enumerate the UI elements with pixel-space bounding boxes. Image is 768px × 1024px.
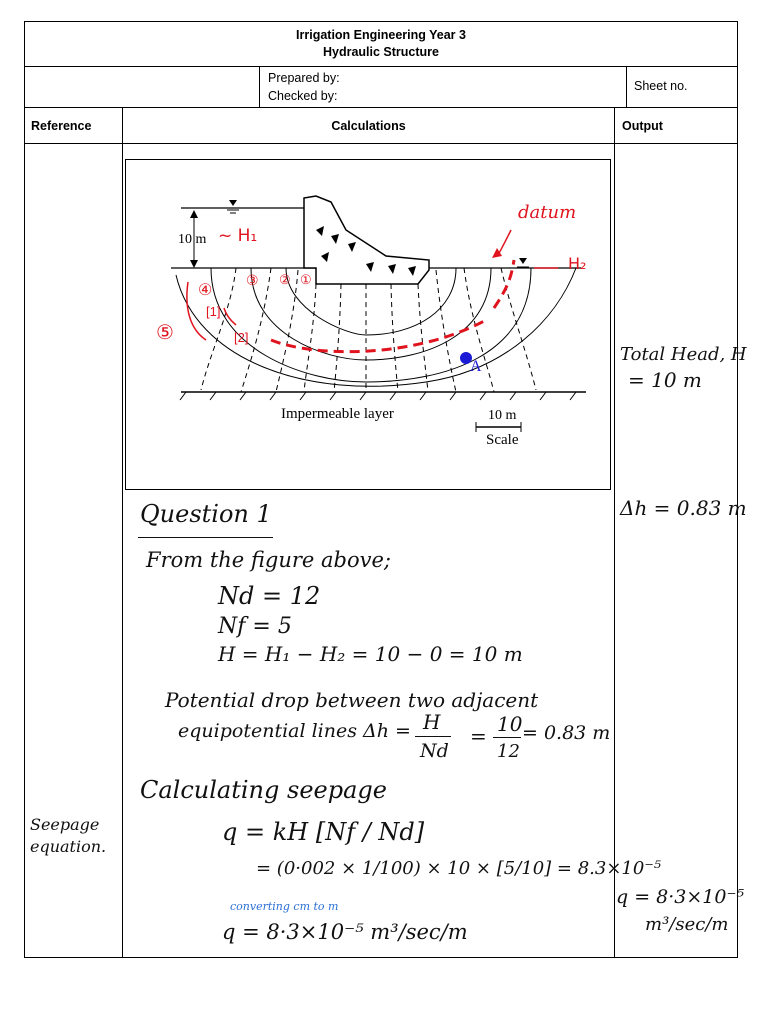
impermeable-layer-label: Impermeable layer	[281, 406, 394, 422]
course-title: Irrigation Engineering Year 3	[296, 28, 466, 42]
flow-label-2: ②	[279, 272, 291, 287]
rule	[259, 66, 260, 107]
output-total-head-value: = 10 m	[628, 368, 702, 392]
scale-label: Scale	[486, 432, 519, 448]
rule	[25, 143, 737, 144]
nd-value: Nd = 12	[218, 582, 321, 610]
output-header: Output	[622, 119, 663, 133]
h1-label: ~ H₁	[218, 226, 258, 246]
drop-line-2: equipotential lines Δh =	[178, 720, 411, 742]
rule	[25, 107, 737, 108]
h2-label: H₂	[568, 254, 587, 273]
seepage-equation: q = kH [Nf / Nd]	[222, 818, 425, 846]
seepage-heading: Calculating seepage	[140, 776, 387, 804]
output-q-units: m³/sec/m	[645, 914, 729, 935]
question-heading: Question 1	[140, 500, 272, 528]
prepared-by-label: Prepared by:	[268, 71, 340, 85]
flow-mark-2: [2]	[234, 330, 249, 345]
fraction-bar	[415, 736, 451, 737]
flow-net-drawing	[171, 195, 586, 432]
rule	[614, 107, 615, 958]
point-a-label: A	[470, 358, 482, 375]
rule	[626, 66, 627, 107]
scale-value-label: 10 m	[488, 408, 517, 423]
output-q: q = 8·3×10⁻⁵	[616, 886, 745, 908]
calculations-header: Calculations	[331, 119, 406, 133]
drop-line-1: Potential drop between two adjacent	[165, 688, 539, 712]
head-equation: H = H₁ − H₂ = 10 − 0 = 10 m	[218, 642, 523, 666]
flow-label-1: ①	[300, 272, 312, 287]
checked-by-label: Checked by:	[268, 89, 338, 103]
rule	[25, 66, 737, 67]
drop-fraction-den: Nd	[420, 740, 449, 762]
seepage-equation-reference: Seepage equation.	[30, 815, 107, 856]
question-underline	[138, 537, 273, 538]
flow-net-figure: 10 m ~ H₁ datum H₂ A Impermeable layer 1…	[125, 159, 611, 490]
nf-value: Nf = 5	[218, 614, 292, 639]
output-total-head: Total Head, H	[620, 344, 747, 365]
datum-label: datum	[518, 202, 577, 223]
head-label: 10 m	[178, 232, 207, 247]
sheet-no-label: Sheet no.	[634, 79, 688, 93]
drop-fraction-num: H	[423, 710, 441, 734]
calculation-sheet: Irrigation Engineering Year 3 Hydraulic …	[24, 21, 738, 958]
subject-title: Hydraulic Structure	[322, 45, 439, 59]
rule	[122, 107, 123, 958]
drop-value-num: 10	[497, 712, 523, 736]
drop-result: = 0.83 m	[522, 722, 611, 744]
flow-label-4: ④	[198, 282, 213, 299]
unit-conversion-note: converting cm to m	[230, 900, 339, 913]
drop-value-den: 12	[497, 741, 520, 762]
reference-header: Reference	[31, 119, 92, 133]
flow-label-3: ③	[246, 272, 259, 288]
seepage-result: q = 8·3×10⁻⁵ m³/sec/m	[222, 920, 468, 944]
flow-mark-1: [1]	[206, 304, 221, 319]
fraction-bar	[493, 737, 521, 738]
equals-sign: =	[470, 724, 487, 748]
flow-label-5: ⑤	[156, 322, 174, 344]
seepage-substitution: = (0·002 × 1/100) × 10 × [5/10] = 8.3×10…	[256, 858, 662, 879]
intro-text: From the figure above;	[146, 548, 391, 572]
output-delta-h: Δh = 0.83 m	[620, 496, 747, 520]
